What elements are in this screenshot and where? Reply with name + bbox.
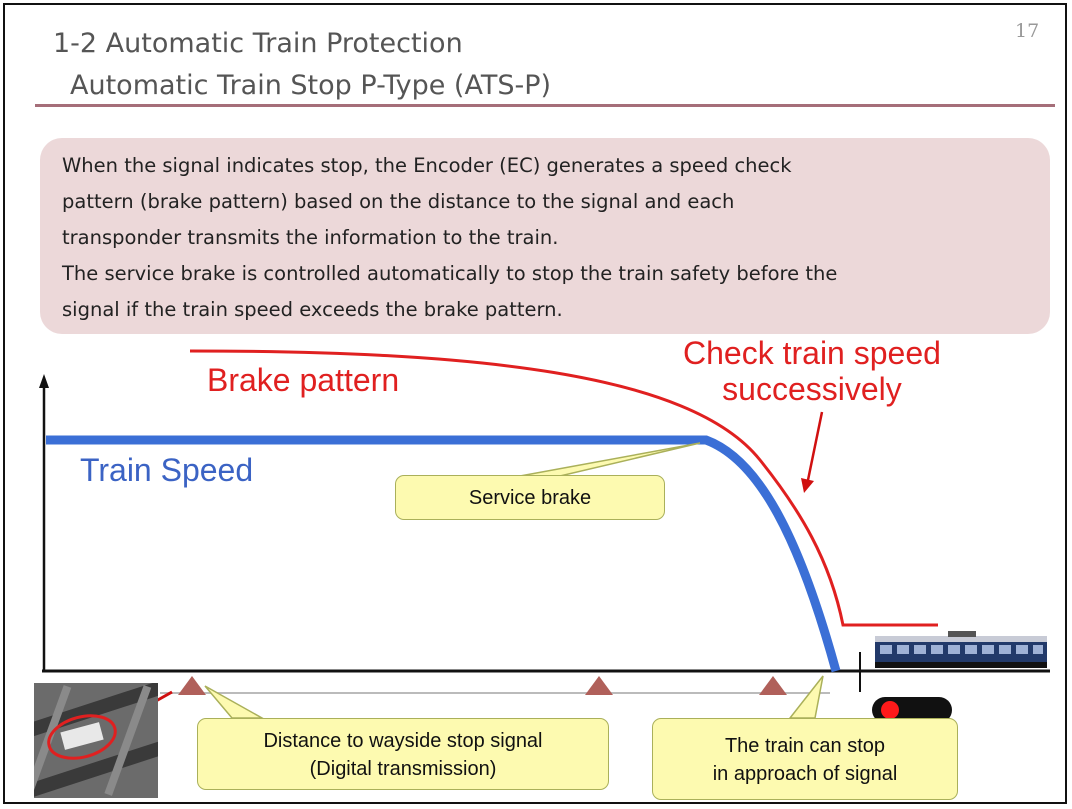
check-speed-arrow (806, 411, 824, 481)
description-line: transponder transmits the information to… (62, 226, 559, 249)
transponder-icon (585, 676, 613, 695)
train-speed-label: Train Speed (80, 452, 254, 488)
transponder-photo (34, 683, 158, 798)
train-icon (875, 631, 1047, 668)
description-line: pattern (brake pattern) based on the dis… (62, 190, 735, 213)
distance-callout-line1: Distance to wayside stop signal (263, 730, 543, 752)
stop-callout-line1: The train can stop (724, 735, 886, 757)
check-speed-label-line2: successively (722, 371, 902, 407)
description-text: When the signal indicates stop, the Enco… (62, 148, 1042, 328)
signal-red-light (881, 701, 899, 719)
distance-pointer (204, 685, 265, 719)
page-number: 17 (1015, 20, 1040, 42)
brake-pattern-label: Brake pattern (207, 362, 400, 398)
distance-callout-line2: (Digital transmission) (309, 758, 497, 780)
service-brake-pointer (519, 442, 701, 477)
description-line: When the signal indicates stop, the Enco… (62, 154, 792, 177)
check-speed-label: Check train speed successively (683, 335, 941, 407)
transponder-icon (178, 676, 206, 695)
stop-callout-line2: in approach of signal (712, 763, 898, 785)
transponder-icon (759, 676, 787, 695)
description-line: The service brake is controlled automati… (62, 262, 838, 285)
stop-pointer (788, 675, 824, 719)
check-speed-arrowhead (801, 478, 814, 493)
slide-title: 1-2 Automatic Train Protection (53, 28, 463, 59)
brake-pattern-curve (189, 349, 938, 627)
service-brake-callout: Service brake (395, 475, 665, 520)
description-box (40, 138, 1050, 334)
train-speed-curve (46, 435, 841, 673)
y-axis-arrowhead (39, 374, 49, 388)
title-divider (35, 104, 1055, 107)
stop-callout: The train can stop in approach of signal (652, 718, 958, 800)
check-speed-label-line1: Check train speed (683, 335, 941, 371)
description-line: signal if the train speed exceeds the br… (62, 298, 563, 321)
slide-subtitle: Automatic Train Stop P-Type (ATS-P) (70, 70, 552, 101)
distance-callout: Distance to wayside stop signal (Digital… (197, 718, 609, 790)
